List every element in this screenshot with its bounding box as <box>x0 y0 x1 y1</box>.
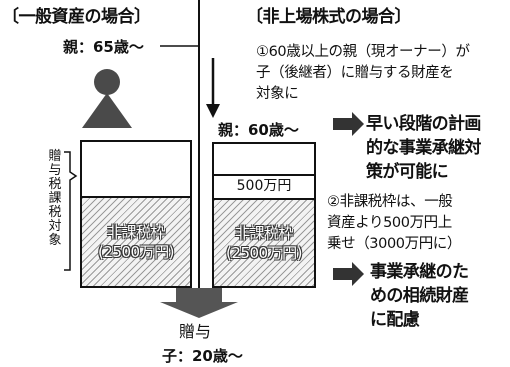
right-allowance-amount: (2500万円) <box>226 244 302 262</box>
note-1-line-1: ①60歳以上の親（現オーナー）が <box>256 44 470 60</box>
result-1: 早い段階の計画 的な事業承継対 策が可能に <box>366 112 481 184</box>
left-parent-age: 親：65歳〜 <box>63 38 144 56</box>
note-1: ①60歳以上の親（現オーナー）が 子（後継者）に贈与する財産を 対象に <box>256 42 470 105</box>
child-age: 子：20歳〜 <box>162 347 243 365</box>
note-2-line-2: 資産より500万円上 <box>327 215 452 231</box>
parent-person-icon <box>82 69 132 128</box>
result-1-line-1: 早い段階の計画 <box>366 114 481 134</box>
result-2: 事業承継のた めの相続財産 に配慮 <box>370 260 469 332</box>
result-2-line-3: に配慮 <box>370 310 420 330</box>
result-1-line-3: 策が可能に <box>366 162 449 182</box>
result-arrow-2-icon <box>333 262 364 286</box>
right-allowance-area: 非課税枠 (2500万円) <box>214 198 314 286</box>
right-asset-bar: 500万円 非課税枠 (2500万円) <box>212 142 316 288</box>
note-1-line-3: 対象に <box>256 86 299 102</box>
result-2-line-2: めの相続財産 <box>370 286 469 306</box>
tax-target-brace <box>64 151 78 271</box>
right-parent-age: 親：60歳〜 <box>218 121 299 139</box>
left-allowance-area: 非課税枠 (2500万円) <box>82 196 190 286</box>
result-1-line-2: 的な事業承継対 <box>366 138 481 158</box>
result-arrow-1-icon <box>333 112 364 136</box>
right-allowance-label: 非課税枠 <box>234 224 294 242</box>
note-2-line-3: 乗せ（3000万円に） <box>327 236 462 252</box>
down-arrow-icon <box>206 58 220 118</box>
note-2: ②非課税枠は、一般 資産より500万円上 乗せ（3000万円に） <box>327 192 461 255</box>
right-extra-area: 500万円 <box>214 174 314 198</box>
right-extra-amount: 500万円 <box>236 178 292 194</box>
tax-target-label: 贈与税課税対象 <box>48 149 62 248</box>
left-header: 〔一般資産の場合〕 <box>2 7 151 27</box>
gift-arrow-icon <box>160 288 238 318</box>
note-1-line-2: 子（後継者）に贈与する財産を <box>256 65 454 81</box>
left-asset-bar: 非課税枠 (2500万円) <box>80 140 192 288</box>
gift-label: 贈与 <box>179 322 212 341</box>
note-2-line-1: ②非課税枠は、一般 <box>327 194 453 210</box>
right-header: 〔非上場株式の場合〕 <box>246 7 412 27</box>
left-allowance-amount: (2500万円) <box>98 243 174 261</box>
left-allowance-label: 非課税枠 <box>106 223 166 241</box>
result-2-line-1: 事業承継のた <box>370 262 469 282</box>
